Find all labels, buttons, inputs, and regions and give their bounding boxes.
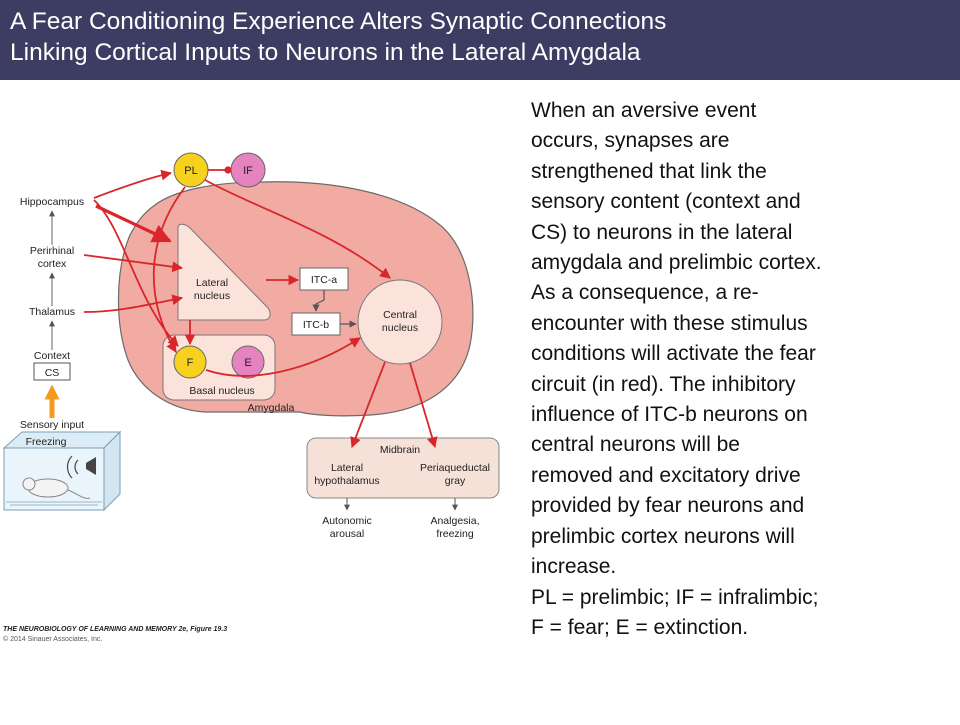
lateral-nucleus-label-2: nucleus	[194, 290, 230, 302]
lateral-hypothalamus-label-1: Lateral	[331, 462, 363, 474]
fear-neuron-f	[173, 345, 207, 379]
amygdala-label: Amygdala	[248, 402, 295, 414]
perirhinal-label-2: cortex	[38, 258, 67, 270]
sensory-input-label: Sensory input	[20, 419, 84, 431]
slide-title-line-1: A Fear Conditioning Experience Alters Sy…	[10, 8, 667, 35]
lateral-nucleus	[177, 223, 271, 321]
fear-neuron-f-label: F	[187, 357, 194, 369]
abbreviation-line: PL = prelimbic; IF = infralimbic;	[531, 585, 819, 609]
freezing-chamber-illustration	[2, 430, 122, 512]
figure-caption-copyright: © 2014 Sinauer Associates, Inc.	[3, 636, 103, 643]
extinction-neuron-e-label: E	[244, 357, 251, 369]
arrow-central-to-pag	[409, 362, 438, 449]
itc-a-label: ITC-a	[311, 274, 337, 286]
central-nucleus-label-2: nucleus	[382, 322, 418, 334]
extinction-neuron-e	[231, 345, 265, 379]
description-line: encounter with these stimulus	[531, 311, 808, 335]
analgesia-freezing-label-2: freezing	[436, 528, 474, 540]
arrow-perirhinal-to-lateral	[83, 254, 184, 273]
lateral-nucleus-label-1: Lateral	[196, 277, 228, 289]
description-line: occurs, synapses are	[531, 129, 730, 153]
description-line: prelimbic cortex neurons will	[531, 524, 795, 548]
cs-box	[33, 362, 71, 381]
thalamus-label: Thalamus	[29, 306, 75, 318]
description-line: amygdala and prelimbic cortex.	[531, 251, 822, 275]
description-line: provided by fear neurons and	[531, 494, 805, 518]
slide-title-line-2: Linking Cortical Inputs to Neurons in th…	[10, 39, 641, 66]
arrow-thalamus-to-lateral	[83, 294, 184, 313]
lateral-hypothalamus-label-2: hypothalamus	[314, 475, 379, 487]
perirhinal-label-1: Perirhinal	[30, 245, 74, 257]
arrow-central-to-lateral-hypothalamus	[350, 361, 386, 449]
freezing-label: Freezing	[26, 436, 67, 448]
description-line: When an aversive event	[531, 99, 757, 122]
description-line: influence of ITC-b neurons on	[531, 403, 808, 427]
arrow-pl-to-f	[152, 186, 186, 353]
description-line: conditions will activate the fear	[531, 342, 816, 366]
description-text: When an aversive event occurs, synapses …	[531, 96, 951, 643]
arrow-f-to-central	[205, 337, 361, 377]
description-line: CS) to neurons in the lateral	[531, 220, 793, 244]
arrow-pl-to-central	[204, 179, 391, 279]
hippocampus-label: Hippocampus	[20, 196, 84, 208]
fear-circuit-figure: Amygdala Lateral nucleus Basal nucleus F…	[0, 80, 515, 720]
abbreviation-line: F = fear; E = extinction.	[531, 615, 749, 639]
description-line: central neurons will be	[531, 433, 740, 457]
fear-circuit-diagram: Amygdala Lateral nucleus Basal nucleus F…	[2, 152, 500, 540]
prelimbic-pl-label: PL	[184, 165, 197, 177]
cs-label: CS	[45, 367, 60, 379]
arrow-hippocampus-to-pl	[93, 169, 173, 199]
infralimbic-if-label: IF	[243, 165, 253, 177]
description-line: removed and excitatory drive	[531, 463, 801, 487]
figure-caption-source: THE NEUROBIOLOGY OF LEARNING AND MEMORY …	[3, 626, 228, 633]
description-line: strengthened that link the	[531, 159, 767, 183]
figure-caption: THE NEUROBIOLOGY OF LEARNING AND MEMORY …	[3, 625, 227, 645]
autonomic-arousal-label-1: Autonomic	[322, 515, 372, 527]
arrow-itc-a-to-itc-b	[312, 290, 325, 312]
title-bar: A Fear Conditioning Experience Alters Sy…	[0, 0, 960, 80]
analgesia-freezing-label-1: Analgesia,	[430, 515, 479, 527]
periaqueductal-gray-label-2: gray	[445, 475, 466, 487]
description-line: As a consequence, a re-	[531, 281, 759, 305]
central-nucleus-label-1: Central	[383, 309, 417, 321]
periaqueductal-gray-label-1: Periaqueductal	[420, 462, 490, 474]
autonomic-arousal-label-2: arousal	[330, 528, 364, 540]
central-nucleus	[357, 279, 443, 365]
midbrain-box	[306, 437, 500, 499]
basal-nucleus-label: Basal nucleus	[189, 385, 254, 397]
midbrain-label: Midbrain	[380, 444, 420, 456]
description-line: sensory content (context and	[531, 190, 801, 214]
context-label: Context	[34, 350, 70, 362]
description-line: circuit (in red). The inhibitory	[531, 372, 796, 396]
arrow-hippocampus-to-lateral-thick	[95, 204, 172, 243]
itc-b-label: ITC-b	[303, 319, 329, 331]
fear-circuit-arrows	[83, 166, 438, 449]
description-line: increase.	[531, 555, 617, 579]
